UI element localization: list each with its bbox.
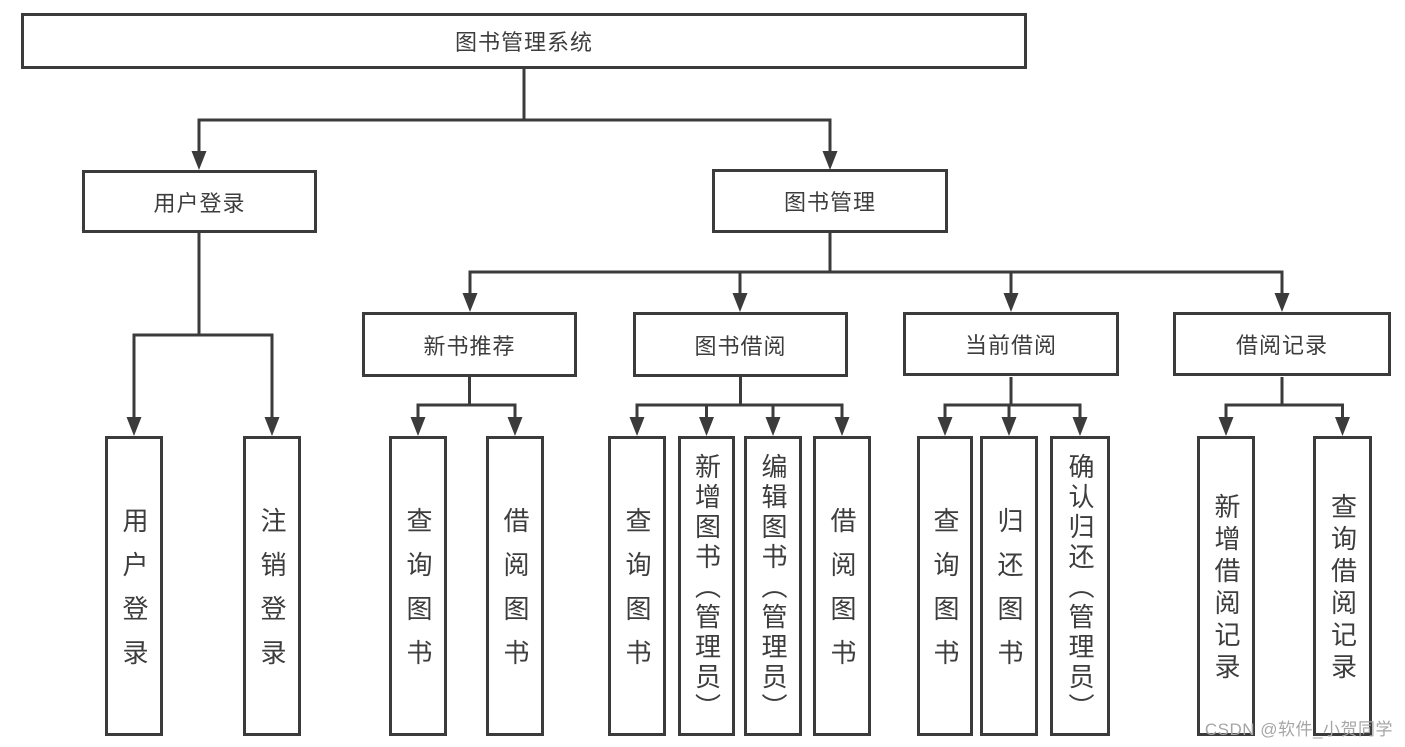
leaf-logout: 注销登录 <box>243 436 301 736</box>
leaf-label: 借阅图书 <box>500 507 530 683</box>
leaf-label: 查询图书 <box>930 507 960 683</box>
leaf-label: 注销登录 <box>257 507 287 683</box>
node-root: 图书管理系统 <box>21 13 1027 69</box>
leaf-query-borrow-record: 查询借阅记录 <box>1313 436 1372 736</box>
node-new-book-recommend: 新书推荐 <box>362 312 577 377</box>
node-book-borrow: 图书借阅 <box>633 312 848 377</box>
leaf-user-login: 用户登录 <box>105 436 163 736</box>
leaf-label: 查询图书 <box>622 507 652 683</box>
leaf-borrow-books-recommend: 借阅图书 <box>486 436 544 736</box>
leaf-query-books-borrow: 查询图书 <box>608 436 666 736</box>
leaf-label: 用户登录 <box>119 507 149 683</box>
node-borrow-records: 借阅记录 <box>1173 312 1391 376</box>
leaf-borrow-books: 借阅图书 <box>813 436 871 736</box>
node-current-borrow: 当前借阅 <box>903 312 1119 376</box>
leaf-label: 借阅图书 <box>827 507 857 683</box>
leaf-label: 确认归还（管理员） <box>1065 453 1095 723</box>
leaf-label: 新增借阅记录 <box>1211 493 1241 685</box>
leaf-label: 查询借阅记录 <box>1327 493 1358 685</box>
leaf-add-book-admin: 新增图书（管理员） <box>678 436 735 736</box>
leaf-label: 新增图书（管理员） <box>691 453 722 723</box>
leaf-label: 查询图书 <box>403 507 433 683</box>
leaf-confirm-return-admin: 确认归还（管理员） <box>1050 436 1110 736</box>
leaf-edit-book-admin: 编辑图书（管理员） <box>744 436 802 736</box>
node-user-login: 用户登录 <box>82 170 317 233</box>
leaf-label: 编辑图书（管理员） <box>758 453 788 723</box>
leaf-add-borrow-record: 新增借阅记录 <box>1197 436 1255 736</box>
leaf-query-books-recommend: 查询图书 <box>389 436 447 736</box>
node-book-management: 图书管理 <box>712 169 948 233</box>
leaf-return-book: 归还图书 <box>980 436 1038 736</box>
leaf-label: 归还图书 <box>994 507 1024 683</box>
csdn-watermark: CSDN @软件_小贺同学 <box>1204 720 1393 739</box>
leaf-query-books-current: 查询图书 <box>917 436 973 736</box>
